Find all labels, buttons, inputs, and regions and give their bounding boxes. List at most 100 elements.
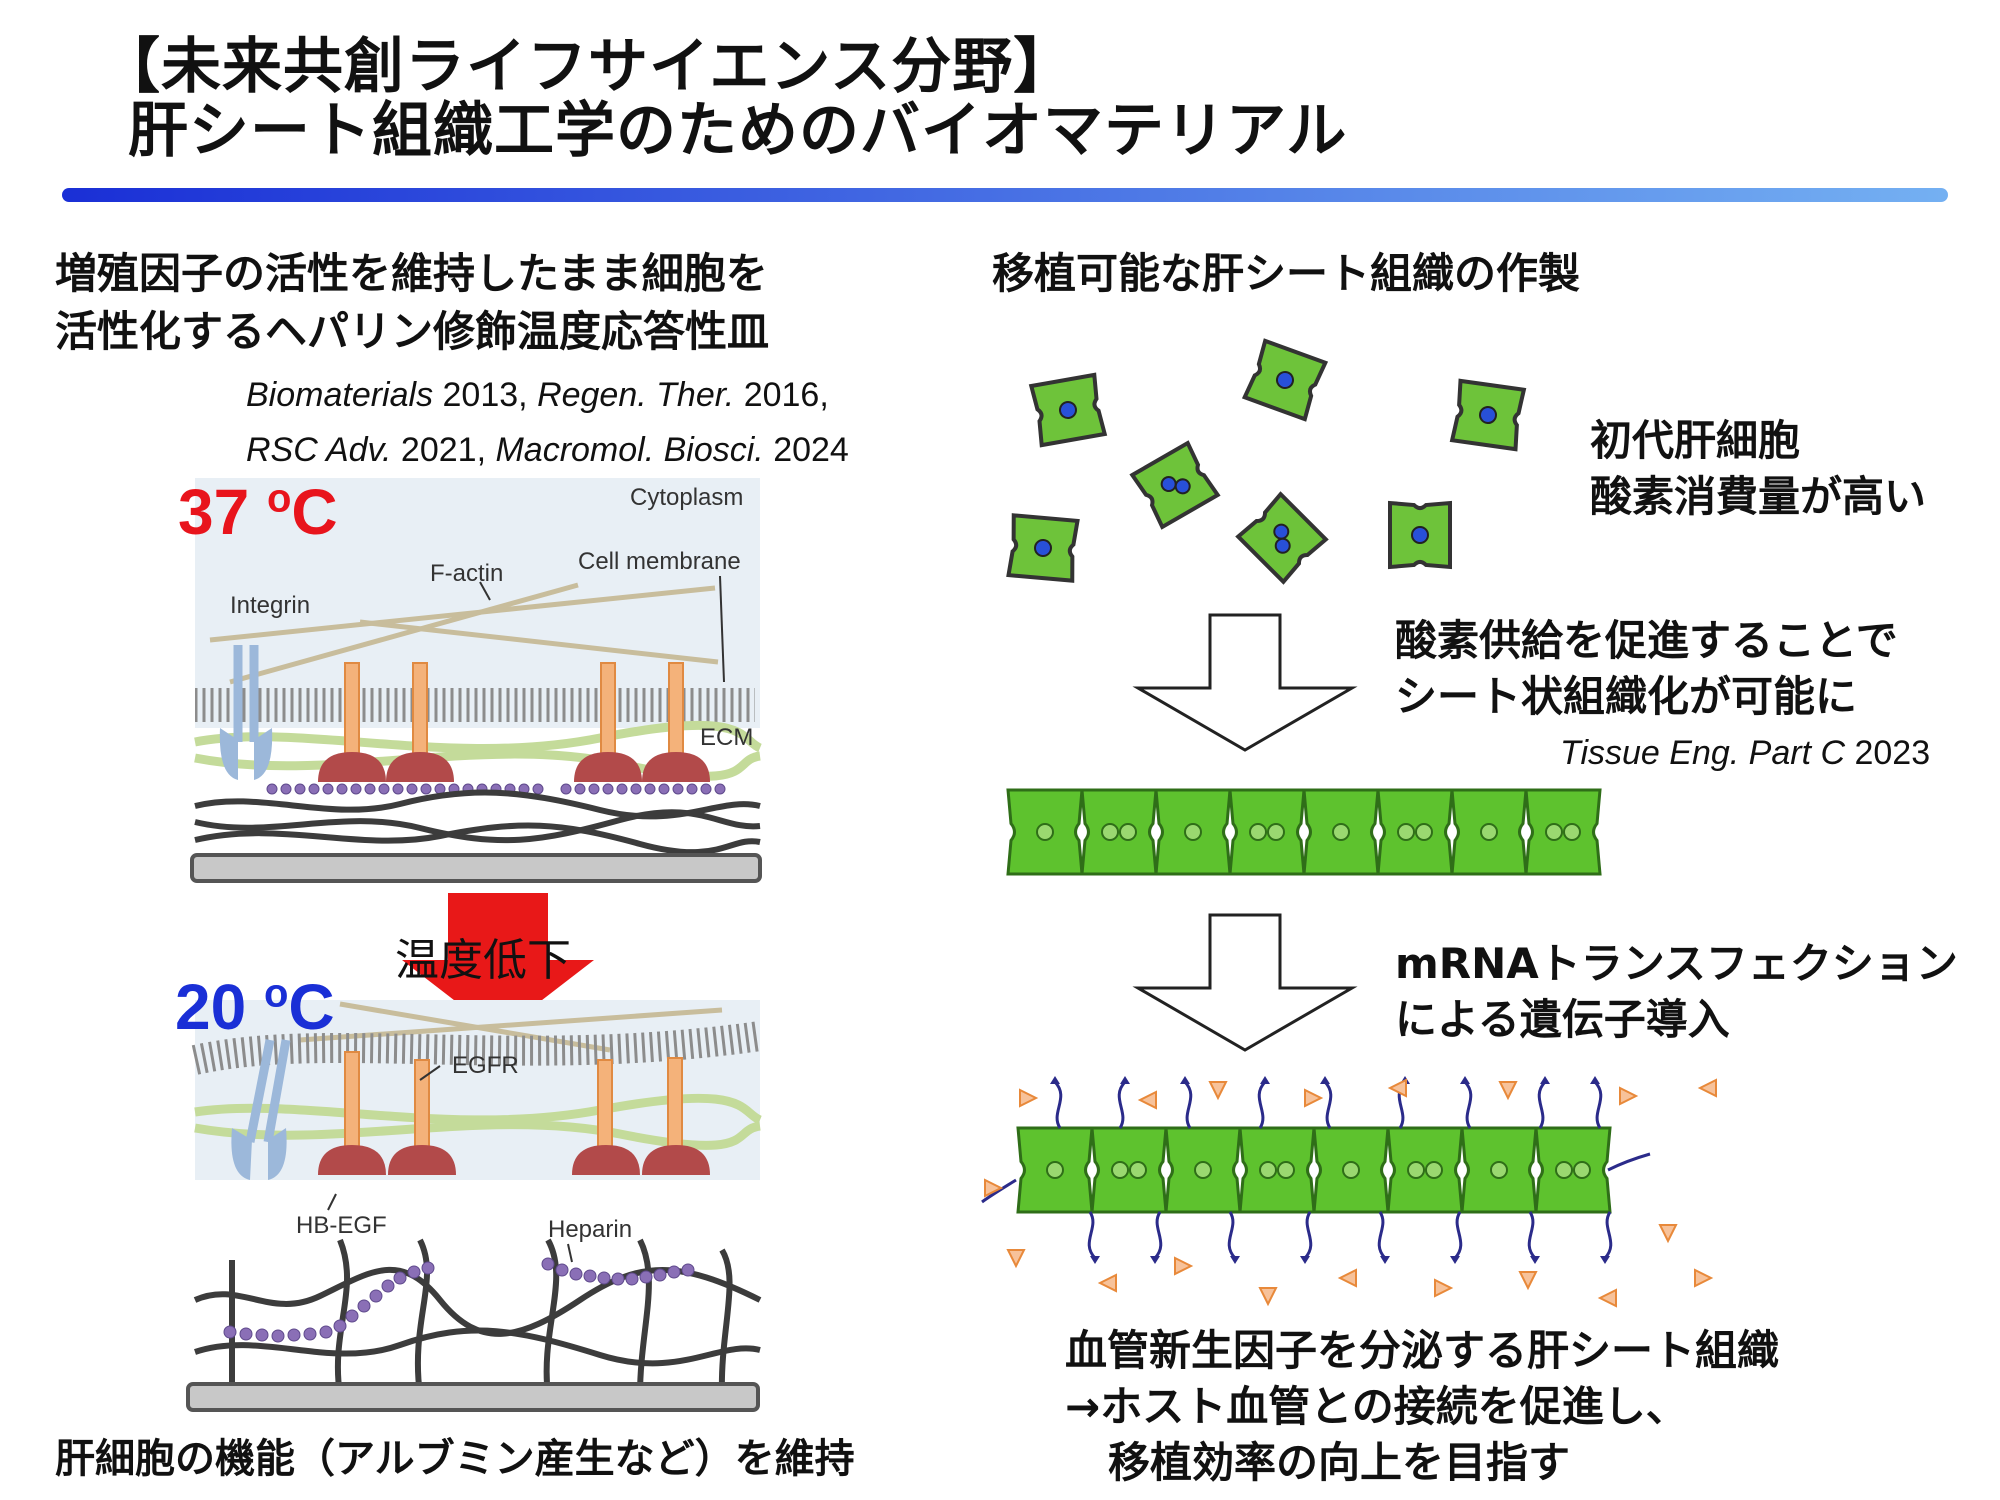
heparin-chain-37 [266,783,726,795]
down-arrow-step1 [1132,613,1358,752]
angiogenic-factor [1518,1271,1538,1291]
sprout-tip [1600,1256,1610,1264]
sheet-cell [1386,1126,1464,1214]
right-heading: 移植可能な肝シート組織の作製 [992,249,1581,298]
sheet-cell [1450,788,1528,876]
pointer-line [479,581,491,601]
label-cell-membrane: Cell membrane [578,548,741,575]
hepatocyte-cell [1235,491,1329,585]
vessel-sprout [1323,1080,1333,1129]
pointer-line [327,1193,337,1211]
vessel-sprout [1153,1211,1163,1260]
vessel-sprout [1227,1211,1237,1260]
ecm-fiber [194,720,763,753]
step1-line-2: シート状組織化が可能に [1395,672,1858,721]
citation-year: 2016, [734,376,829,414]
sprout-tip [1150,1256,1160,1264]
step1-citation: Tissue Eng. Part C 2023 [1560,730,1930,776]
sheet-cell [1090,1126,1168,1214]
angiogenic-factor [1019,1088,1039,1108]
sprout-tip [1260,1076,1270,1084]
sheet-cell [1006,788,1084,876]
sprout-tip [1460,1076,1470,1084]
vessel-sprout [1087,1211,1097,1260]
vessel-sprout [1463,1080,1473,1129]
right-footer-line-3: 移植効率の向上を目指す [1108,1438,1571,1487]
cell-sheet [1006,788,1602,876]
sheet-cell [1164,1126,1242,1214]
f-actin-fiber [359,619,719,665]
angiogenic-factor [1597,1288,1617,1308]
step1-line-1: 酸素供給を促進することで [1395,616,1898,665]
sheet-cell [1312,1126,1390,1214]
citation-journal: Macromol. Biosci. [495,431,764,469]
temperature-20-value: 20 [175,971,264,1043]
hb-egf [642,1145,710,1175]
label-hb-egf: HB-EGF [296,1212,387,1239]
cytoplasm-area-37 [195,478,760,728]
temperature-20: 20 oC [175,970,335,1044]
left-footer: 肝細胞の機能（アルブミン産生など）を維持 [55,1436,855,1482]
hepatocyte-cell [1241,338,1329,422]
angiogenic-factor [1006,1249,1026,1269]
f-actin-fiber [209,585,716,643]
egfr-receptor [597,1059,613,1153]
sprout-tip [1320,1076,1330,1084]
hb-egf [386,752,454,782]
left-heading-line-2: 活性化するヘパリン修飾温度応答性皿 [55,307,770,356]
angiogenic-factor [1694,1268,1714,1288]
vessel-sprout [1607,1152,1651,1172]
citation-journal: Biomaterials [246,376,434,414]
f-actin-fiber [229,582,579,685]
vessel-sprout [1183,1080,1193,1129]
degree-sign: o [266,476,292,521]
hb-egf [318,1145,386,1175]
sprout-tip [1380,1256,1390,1264]
polymer-chain [193,1266,762,1337]
egfr-receptor [344,662,360,762]
vessel-sprout [1117,1080,1127,1129]
angiogenic-factor [1258,1287,1278,1307]
dish-surface-37 [190,853,762,883]
label-ecm: ECM [700,724,754,751]
citation-journal: RSC Adv. [246,431,392,469]
citation-line-1: Biomaterials 2013, Regen. Ther. 2016, [246,372,829,418]
vessel-sprout [1257,1080,1267,1129]
hb-egf [318,752,386,782]
citation-year: 2024 [763,431,849,469]
angiogenic-factor [1434,1278,1454,1298]
heparin-chain-20-left [223,1261,435,1343]
integrin-base [231,1128,287,1180]
angiogenic-factor [1619,1086,1639,1106]
pointer-line [567,1243,573,1263]
degree-sign: o [263,971,289,1016]
integrin-stem [233,645,259,742]
citation-journal: Tissue Eng. Part C [1560,734,1846,772]
vessel-sprout [1453,1211,1463,1260]
hepatocyte-cell [1388,500,1452,570]
cell-membrane-37 [195,688,755,722]
egfr-receptor [600,662,616,762]
temperature-20-unit: C [288,971,335,1043]
integrin-base [219,728,273,780]
vessel-sprout [1593,1080,1603,1129]
label-integrin: Integrin [230,592,311,619]
sprout-tip [1450,1256,1460,1264]
ecm-fiber [194,1093,762,1125]
heparin-chain-20-right [541,1257,695,1286]
pointer-line [419,1065,441,1081]
angiogenic-factor [1337,1268,1357,1288]
citation-line-2: RSC Adv. 2021, Macromol. Biosci. 2024 [246,427,849,473]
citation-journal: Regen. Ther. [537,376,735,414]
angiogenic-factors [984,1078,1717,1308]
angiogenic-factor [1137,1090,1157,1110]
sheet-cell [1016,1126,1094,1214]
egfr-receptor [667,1057,683,1153]
sheet-cell [1154,788,1232,876]
ecm-fiber [194,1120,761,1150]
heparin-dish-diagram [186,478,763,1412]
hepatocyte-cell [1028,372,1108,448]
sprout-tip [1120,1076,1130,1084]
temperature-37-unit: C [291,476,338,548]
cells-note-line-1: 初代肝細胞 [1590,416,1801,465]
